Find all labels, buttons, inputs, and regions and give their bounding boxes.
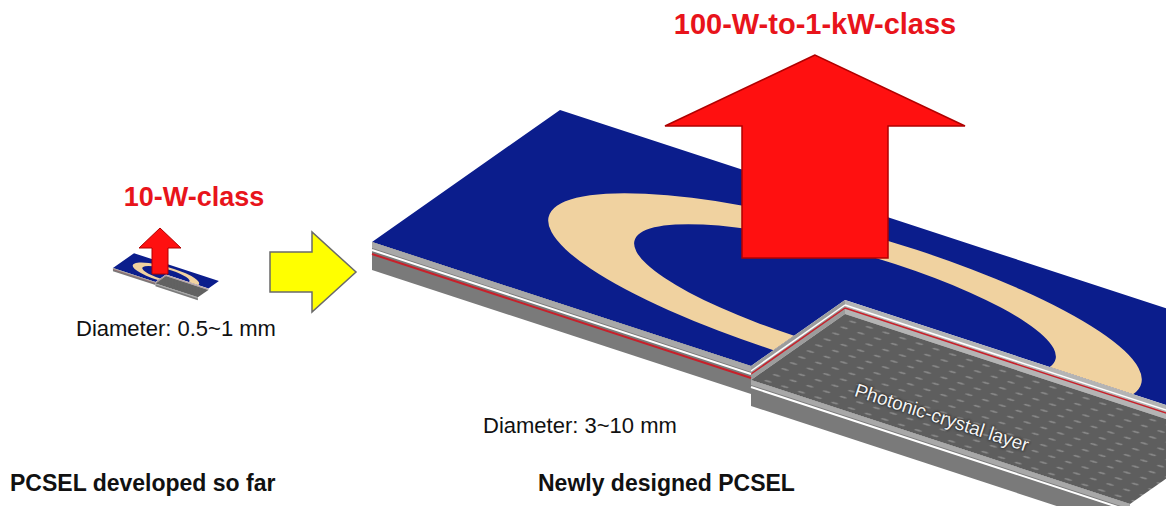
transition-arrow (270, 232, 356, 312)
dimension-label: Diameter: 0.5~1 mm (76, 316, 276, 341)
layer-stack-wall (372, 242, 1130, 506)
large-power-arrow (665, 55, 965, 258)
power-class-label: 100-W-to-1-kW-class (674, 8, 956, 41)
power-class-label: 10-W-class (124, 182, 265, 213)
dimension-label: Diameter: 3~10 mm (483, 413, 677, 438)
device-caption: PCSEL developed so far (10, 470, 275, 496)
device-caption: Newly designed PCSEL (538, 470, 795, 496)
small-power-arrow (139, 228, 181, 274)
